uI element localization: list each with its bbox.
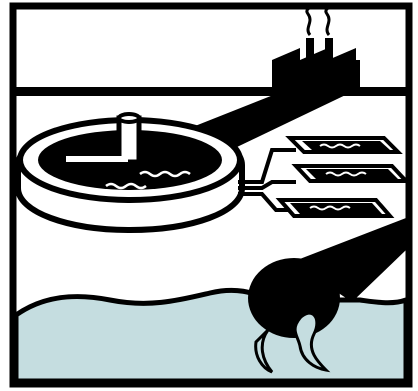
river-water-icon [16,290,406,381]
filter-bed-top [290,138,398,152]
filter-bed-bottom [280,200,390,216]
filter-bed-middle [296,166,406,181]
clarifier-tank-icon [18,114,242,230]
